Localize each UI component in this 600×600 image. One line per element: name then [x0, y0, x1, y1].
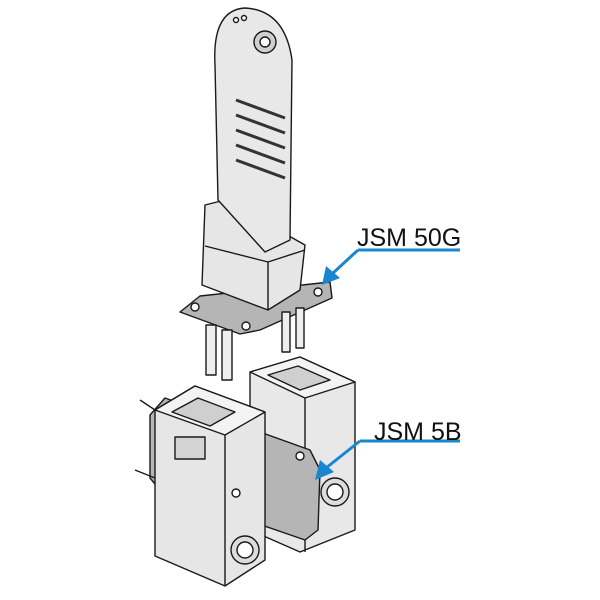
label-jsm-5b: JSM 5B [374, 418, 462, 446]
callout-jsm-50g [322, 248, 460, 285]
label-jsm-50g: JSM 50G [357, 224, 462, 252]
handle-base-plate [179, 281, 333, 381]
lock-block-front [134, 385, 266, 587]
handle-body [201, 7, 306, 311]
callout-jsm-5b [315, 439, 460, 480]
